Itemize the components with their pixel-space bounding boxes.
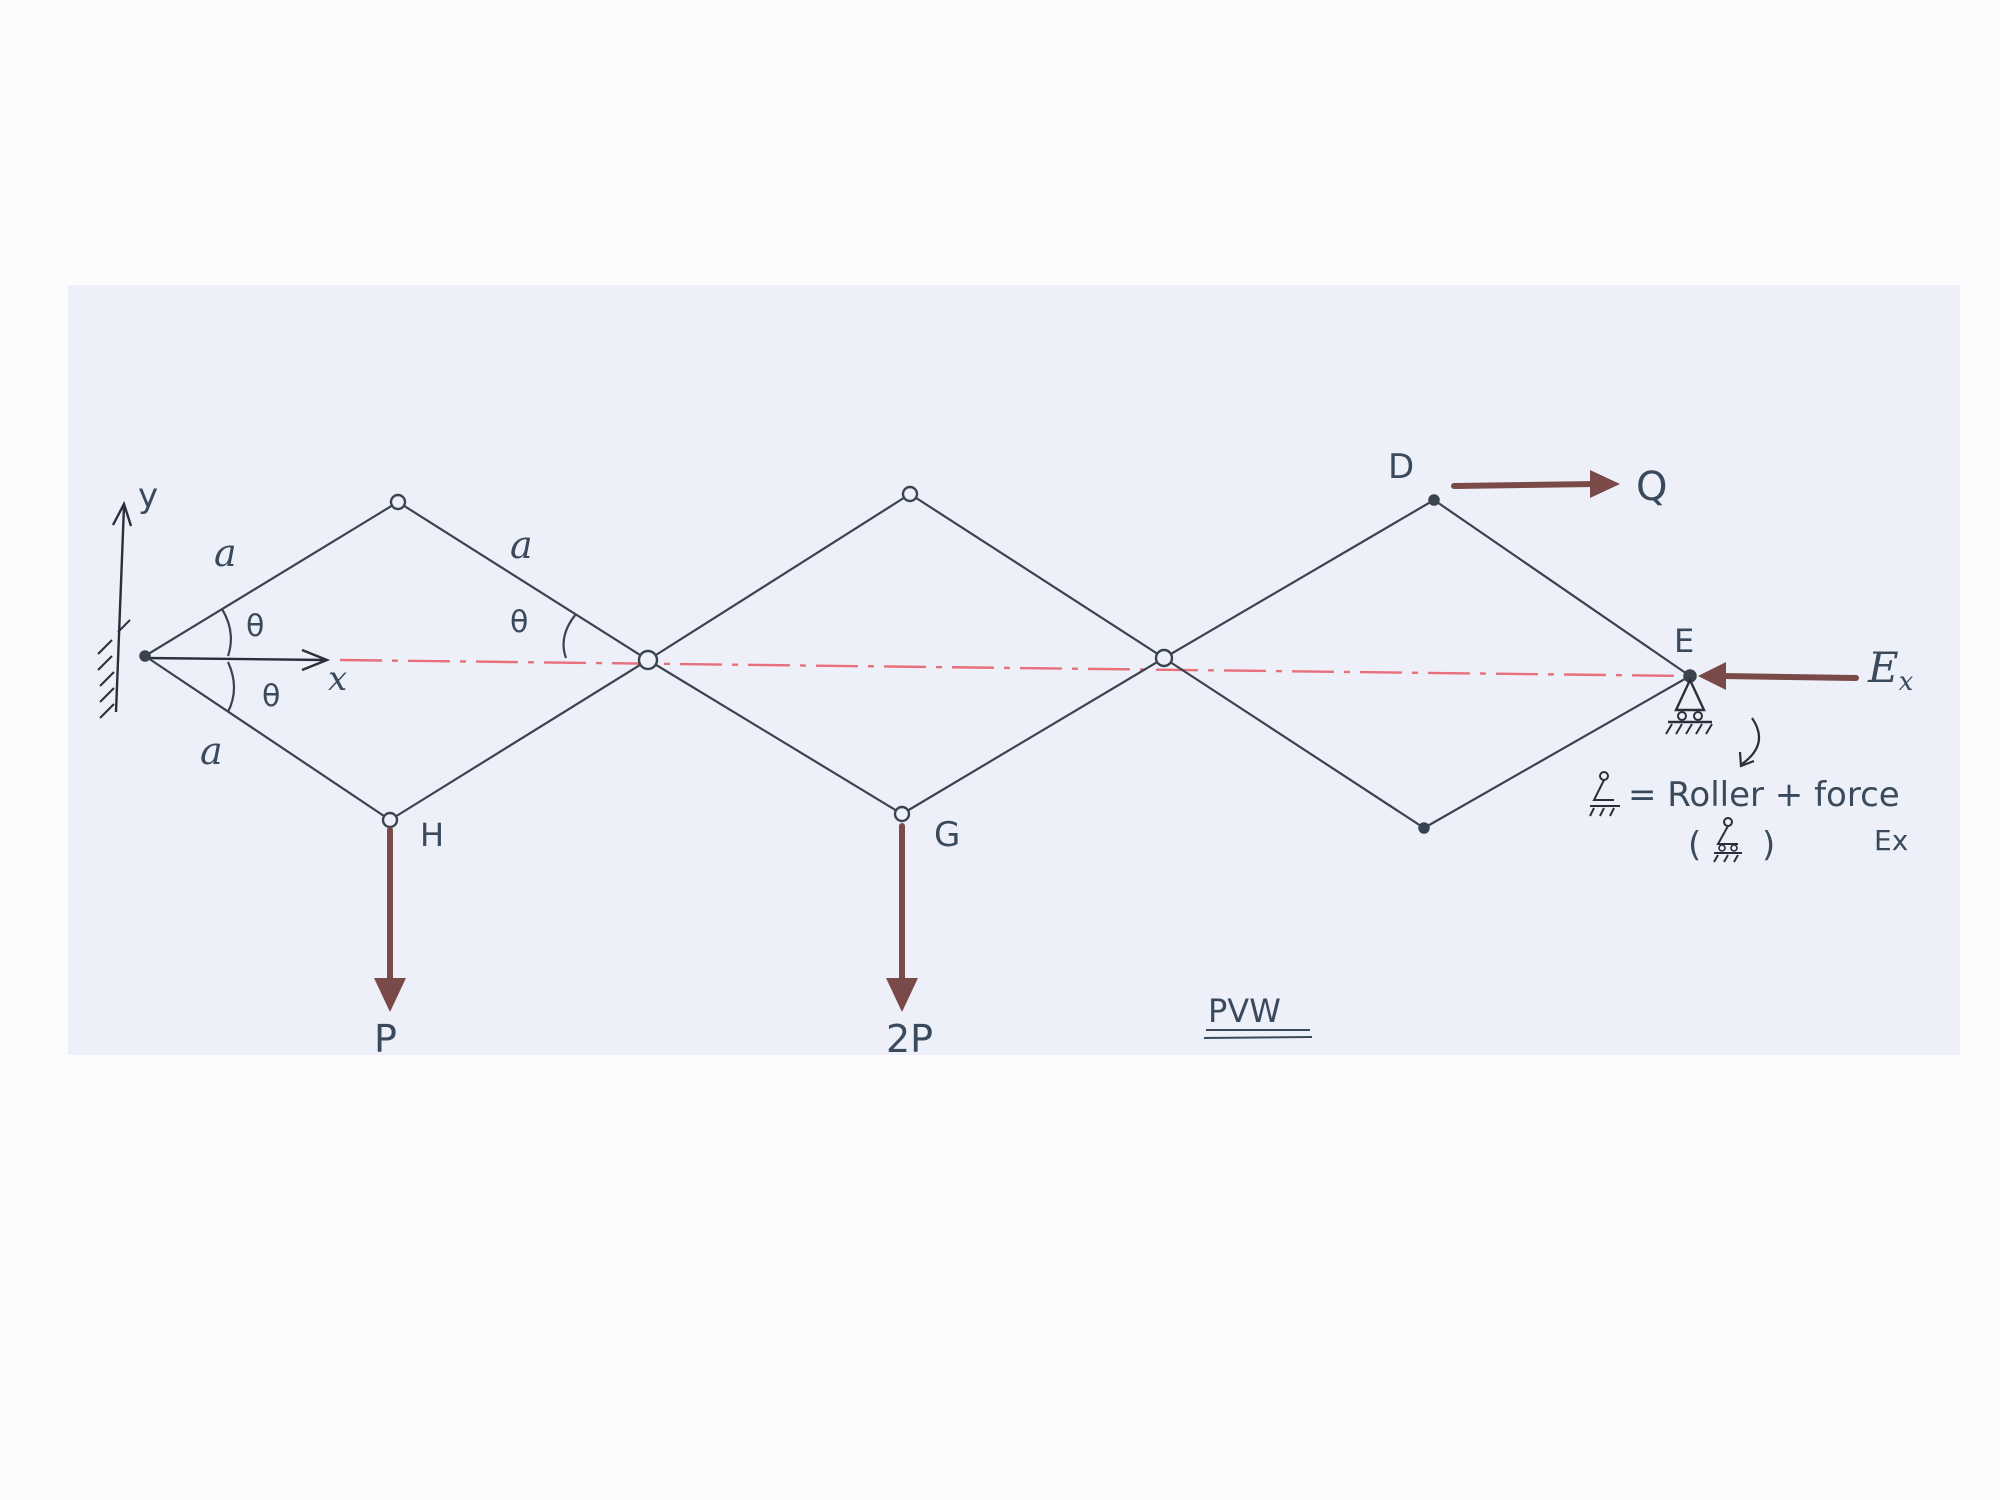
angle-arc-upper-right xyxy=(562,613,577,659)
joint-H xyxy=(381,811,399,829)
member-label-a-3: a xyxy=(200,729,223,773)
y-axis-label: y xyxy=(138,476,158,516)
force-label-P: P xyxy=(374,1017,397,1061)
joint-top-1 xyxy=(389,493,407,511)
force-label-Ex: Ex xyxy=(1867,643,1914,697)
joint-D xyxy=(1428,494,1440,506)
truss-members xyxy=(143,492,1692,830)
x-axis-label: x xyxy=(328,659,347,699)
force-Q-arrow xyxy=(1451,470,1620,498)
angle-arc-upper-left xyxy=(221,608,233,657)
centerline xyxy=(339,658,1691,678)
joint-G xyxy=(893,805,911,823)
force-Ex-arrow xyxy=(1698,662,1859,690)
legend-paren-open: ( xyxy=(1688,825,1701,865)
joint-label-D: D xyxy=(1388,447,1414,487)
joint-label-E: E xyxy=(1674,622,1694,660)
caption-underline-2 xyxy=(1203,1036,1313,1039)
member-label-a-2: a xyxy=(510,523,533,567)
roller-support-E xyxy=(1665,677,1713,735)
legend-roller-symbol xyxy=(1589,771,1620,817)
legend-force-label: Ex xyxy=(1874,824,1908,857)
paper-sheet xyxy=(68,285,1960,1055)
joint-bottom-3 xyxy=(1418,822,1430,834)
angle-label-theta-1: θ xyxy=(246,609,264,644)
joint-mid-2 xyxy=(1154,648,1174,668)
joint-label-G: G xyxy=(934,815,960,855)
angle-arc-lower-left xyxy=(227,661,236,713)
legend-paren-close: ) xyxy=(1762,825,1775,865)
x-axis xyxy=(144,648,331,672)
joint-top-2 xyxy=(901,485,919,503)
joint-A xyxy=(139,650,151,662)
wall-support xyxy=(97,619,131,719)
caption-pvw: PVW xyxy=(1208,992,1281,1030)
legend-pointer xyxy=(1741,717,1761,765)
y-axis xyxy=(111,500,133,713)
force-2P-arrow xyxy=(886,823,918,1012)
angle-label-theta-3: θ xyxy=(510,605,528,640)
legend-equals-text: = Roller + force xyxy=(1628,775,1900,815)
joint-mid-1 xyxy=(637,649,659,671)
member-label-a-1: a xyxy=(214,531,237,575)
angle-label-theta-2: θ xyxy=(262,679,280,714)
force-label-2P: 2P xyxy=(886,1017,933,1061)
force-label-Q: Q xyxy=(1636,464,1667,510)
legend-roller-symbol-small xyxy=(1713,817,1742,863)
joint-label-H: H xyxy=(420,816,444,854)
force-P-arrow xyxy=(374,827,406,1012)
